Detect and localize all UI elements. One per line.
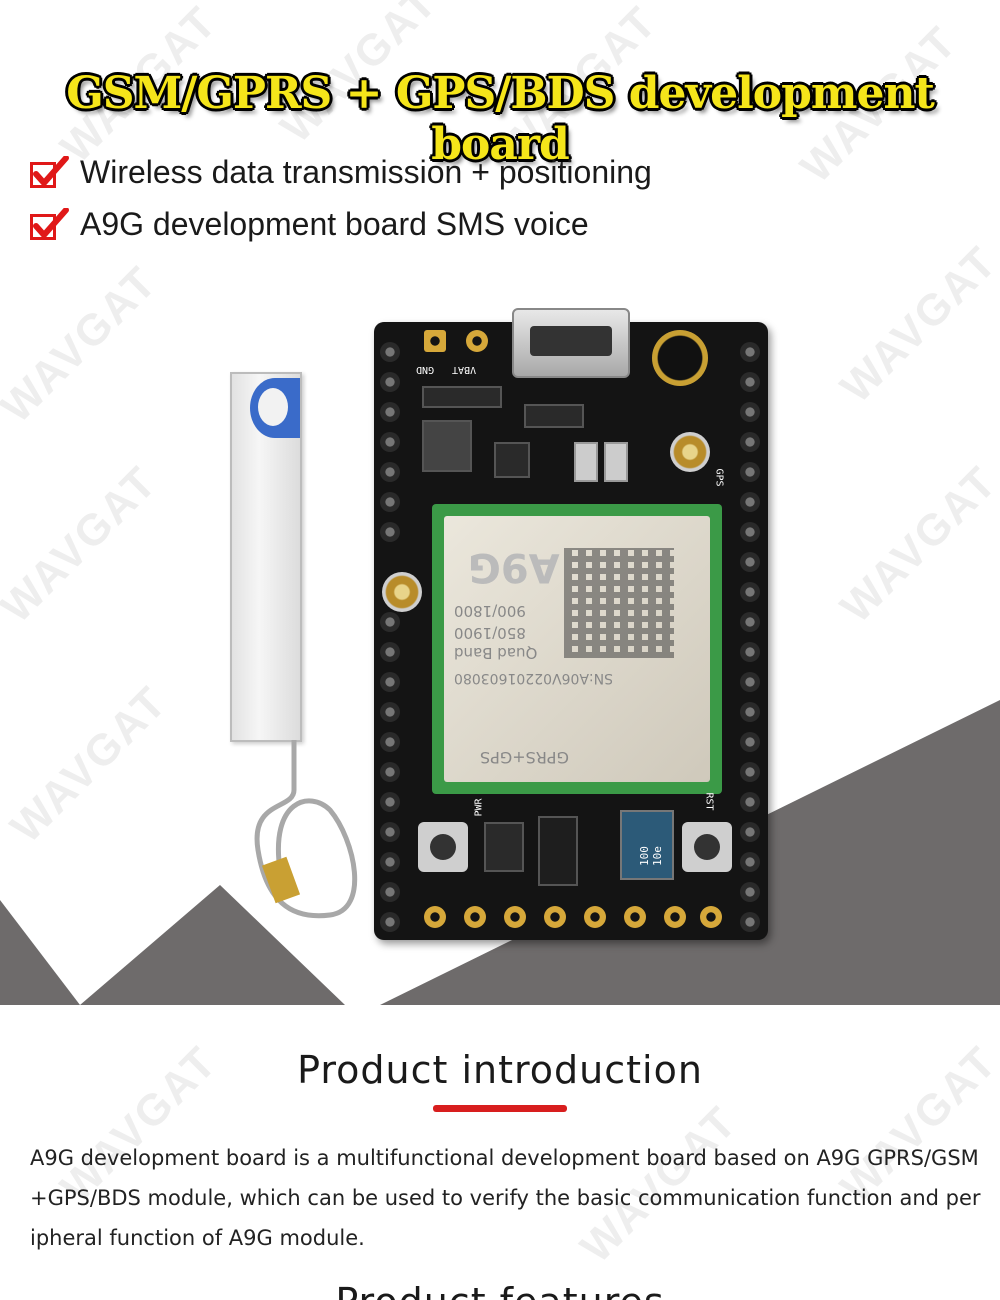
feature-item: A9G development board SMS voice: [30, 206, 589, 243]
module-band1: 900/1800: [454, 602, 526, 620]
watermark: WAVGAT: [831, 237, 1000, 413]
a9g-development-board-image: VBAT GND GPS A9G 900/1800 850/1900 Quad …: [374, 308, 768, 940]
reset-button[interactable]: [682, 822, 732, 872]
checkmark-icon: [30, 207, 69, 242]
checkmark-icon: [30, 155, 69, 190]
module-footer: GPRS+GPS: [480, 748, 569, 767]
feature-item: Wireless data transmission + positioning: [30, 154, 652, 191]
feature-text: Wireless data transmission + positioning: [80, 154, 652, 190]
page-title: GSM/GPRS + GPS/BDS development board: [66, 68, 935, 170]
module-band2: 850/1900: [454, 624, 526, 642]
gsm-antenna-image: [230, 372, 302, 742]
watermark: WAVGAT: [0, 457, 167, 633]
section-title-introduction: Product introduction: [297, 1048, 703, 1092]
title-underline: [433, 1105, 567, 1112]
module-serial: SN:A06V02201603080: [454, 670, 614, 686]
watermark: WAVGAT: [831, 457, 1000, 633]
silk-gnd: GND: [416, 364, 435, 375]
introduction-text: A9G development board is a multifunction…: [30, 1146, 981, 1250]
silk-pwr: PWR: [473, 798, 485, 817]
microphone-component: [652, 330, 708, 386]
a9g-module: A9G 900/1800 850/1900 Quad Band SN:A06V0…: [432, 504, 722, 794]
power-button[interactable]: [418, 822, 468, 872]
inductor-label: 100 10e: [638, 846, 664, 866]
module-band3: Quad Band: [454, 644, 538, 662]
watermark: WAVGAT: [0, 257, 167, 433]
silk-rst: RST: [703, 792, 715, 811]
feature-text: A9G development board SMS voice: [80, 206, 589, 242]
micro-usb-port: [512, 308, 630, 378]
inductor: 100 10e: [620, 810, 674, 880]
silk-gps: GPS: [713, 468, 725, 487]
section-title-features: Product features: [0, 1280, 1000, 1300]
silk-vbat: VBAT: [452, 364, 477, 375]
module-name: A9G: [468, 544, 560, 590]
antenna-cable: [254, 740, 358, 919]
